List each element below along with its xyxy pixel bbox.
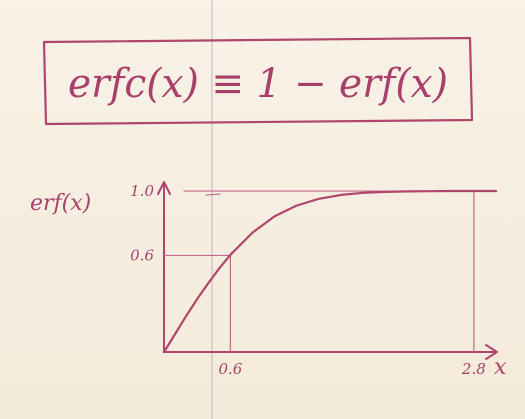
erf-curve xyxy=(162,189,498,354)
y-axis-label: erf(x) xyxy=(30,191,91,216)
x-axis-label: x xyxy=(494,355,507,380)
formula-box-border xyxy=(42,36,474,126)
x-tick-label-1: 2.8 xyxy=(461,360,486,378)
y-tick-label-1: 1.0 xyxy=(130,182,154,200)
formula-box: erfc(x) ≡ 1 − erf(x) xyxy=(42,36,474,126)
y-tick-label-0: 0.6 xyxy=(130,246,154,264)
erf-chart: 0.6 1.0 0.6 2.8 erf(x) x xyxy=(30,181,507,380)
asymptote-dash xyxy=(205,193,221,196)
x-tick-label-0: 0.6 xyxy=(218,360,242,378)
x-axis-arrowhead xyxy=(485,344,498,360)
y-axis-arrowhead xyxy=(157,181,171,195)
formula-text: erfc(x) ≡ 1 − erf(x) xyxy=(68,61,448,107)
